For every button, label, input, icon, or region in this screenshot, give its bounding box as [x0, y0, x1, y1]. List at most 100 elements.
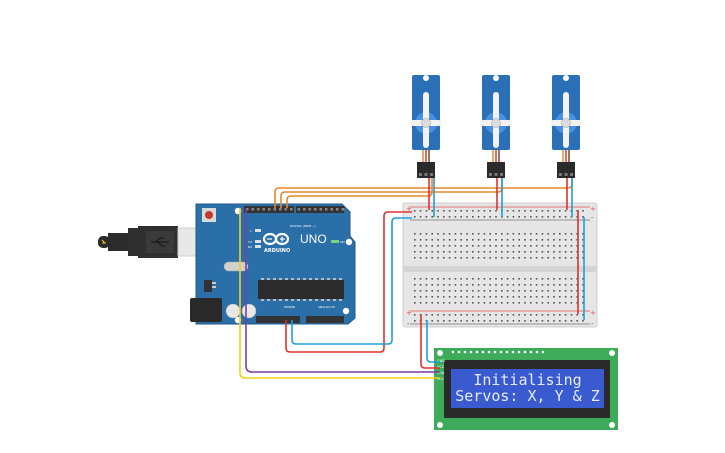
breadboard-hole[interactable] — [559, 245, 561, 247]
breadboard-hole[interactable] — [477, 296, 480, 298]
breadboard-hole[interactable] — [472, 296, 474, 298]
breadboard-hole[interactable] — [460, 314, 462, 316]
breadboard-hole[interactable] — [443, 210, 445, 212]
breadboard-hole[interactable] — [443, 245, 445, 247]
breadboard-hole[interactable] — [489, 245, 491, 247]
header-pin[interactable] — [273, 208, 277, 211]
breadboard-hole[interactable] — [483, 284, 486, 286]
breadboard-hole[interactable] — [518, 257, 520, 259]
breadboard-hole[interactable] — [524, 251, 526, 253]
breadboard-hole[interactable] — [495, 314, 497, 316]
breadboard-hole[interactable] — [582, 284, 584, 286]
breadboard-hole[interactable] — [564, 251, 567, 253]
breadboard-hole[interactable] — [431, 210, 433, 212]
breadboard-hole[interactable] — [448, 257, 451, 259]
breadboard-hole[interactable] — [489, 239, 491, 241]
breadboard-hole[interactable] — [489, 278, 491, 280]
breadboard-hole[interactable] — [472, 239, 474, 241]
breadboard-hole[interactable] — [460, 290, 462, 292]
breadboard-hole[interactable] — [512, 210, 515, 212]
breadboard-hole[interactable] — [448, 245, 451, 247]
breadboard-hole[interactable] — [512, 320, 515, 322]
breadboard-hole[interactable] — [460, 278, 462, 280]
breadboard-hole[interactable] — [524, 278, 526, 280]
breadboard-hole[interactable] — [530, 284, 532, 286]
breadboard-hole[interactable] — [506, 216, 509, 218]
breadboard-hole[interactable] — [501, 290, 503, 292]
breadboard-hole[interactable] — [582, 302, 584, 304]
breadboard-hole[interactable] — [443, 216, 445, 218]
breadboard-hole[interactable] — [512, 233, 515, 235]
breadboard-hole[interactable] — [495, 239, 497, 241]
breadboard-hole[interactable] — [570, 302, 573, 304]
breadboard-hole[interactable] — [518, 245, 520, 247]
breadboard-hole[interactable] — [547, 320, 549, 322]
breadboard-hole[interactable] — [431, 278, 433, 280]
breadboard-hole[interactable] — [414, 233, 416, 235]
breadboard-hole[interactable] — [506, 257, 509, 259]
breadboard-hole[interactable] — [489, 257, 491, 259]
breadboard-hole[interactable] — [431, 257, 433, 259]
breadboard-hole[interactable] — [547, 290, 549, 292]
servo-2[interactable] — [480, 75, 512, 178]
breadboard-hole[interactable] — [564, 320, 567, 322]
breadboard-hole[interactable] — [530, 245, 532, 247]
breadboard-hole[interactable] — [570, 245, 573, 247]
breadboard-hole[interactable] — [489, 284, 491, 286]
breadboard-hole[interactable] — [454, 233, 457, 235]
breadboard-hole[interactable] — [431, 314, 433, 316]
breadboard-hole[interactable] — [414, 290, 416, 292]
breadboard-hole[interactable] — [553, 251, 555, 253]
breadboard-hole[interactable] — [541, 239, 544, 241]
breadboard-hole[interactable] — [472, 284, 474, 286]
breadboard-hole[interactable] — [530, 296, 532, 298]
breadboard-hole[interactable] — [414, 278, 416, 280]
breadboard-hole[interactable] — [448, 314, 451, 316]
breadboard-hole[interactable] — [483, 233, 486, 235]
breadboard-hole[interactable] — [460, 284, 462, 286]
breadboard-hole[interactable] — [564, 257, 567, 259]
breadboard-hole[interactable] — [506, 278, 509, 280]
breadboard-hole[interactable] — [582, 251, 584, 253]
breadboard-hole[interactable] — [506, 314, 509, 316]
breadboard-hole[interactable] — [431, 296, 433, 298]
breadboard-hole[interactable] — [454, 245, 457, 247]
breadboard-hole[interactable] — [460, 302, 462, 304]
breadboard-hole[interactable] — [448, 290, 451, 292]
header-pin[interactable] — [290, 208, 293, 211]
breadboard-hole[interactable] — [466, 239, 468, 241]
breadboard-hole[interactable] — [518, 210, 520, 212]
breadboard-hole[interactable] — [466, 216, 468, 218]
breadboard-hole[interactable] — [559, 284, 561, 286]
breadboard-hole[interactable] — [530, 302, 532, 304]
breadboard-hole[interactable] — [437, 210, 439, 212]
breadboard-hole[interactable] — [535, 257, 538, 259]
breadboard-hole[interactable] — [570, 296, 573, 298]
header-pin[interactable] — [303, 208, 306, 211]
breadboard-hole[interactable] — [495, 251, 497, 253]
breadboard-hole[interactable] — [437, 239, 439, 241]
servo-3[interactable] — [550, 75, 582, 178]
breadboard-hole[interactable] — [437, 216, 439, 218]
breadboard-hole[interactable] — [454, 290, 457, 292]
breadboard-hole[interactable] — [506, 290, 509, 292]
header-pin[interactable] — [257, 208, 260, 211]
wire-5v[interactable] — [285, 211, 412, 353]
breadboard-hole[interactable] — [483, 314, 486, 316]
breadboard-hole[interactable] — [576, 320, 578, 322]
breadboard-hole[interactable] — [535, 284, 538, 286]
breadboard-hole[interactable] — [460, 245, 462, 247]
breadboard-hole[interactable] — [582, 216, 584, 218]
breadboard-hole[interactable] — [414, 320, 416, 322]
breadboard-hole[interactable] — [495, 278, 497, 280]
breadboard-hole[interactable] — [518, 278, 520, 280]
breadboard-hole[interactable] — [541, 257, 544, 259]
breadboard-hole[interactable] — [414, 216, 416, 218]
breadboard-hole[interactable] — [477, 233, 480, 235]
breadboard-hole[interactable] — [541, 296, 544, 298]
breadboard-hole[interactable] — [535, 233, 538, 235]
breadboard-hole[interactable] — [454, 284, 457, 286]
breadboard-hole[interactable] — [477, 245, 480, 247]
breadboard-hole[interactable] — [559, 314, 561, 316]
breadboard-hole[interactable] — [425, 251, 428, 253]
